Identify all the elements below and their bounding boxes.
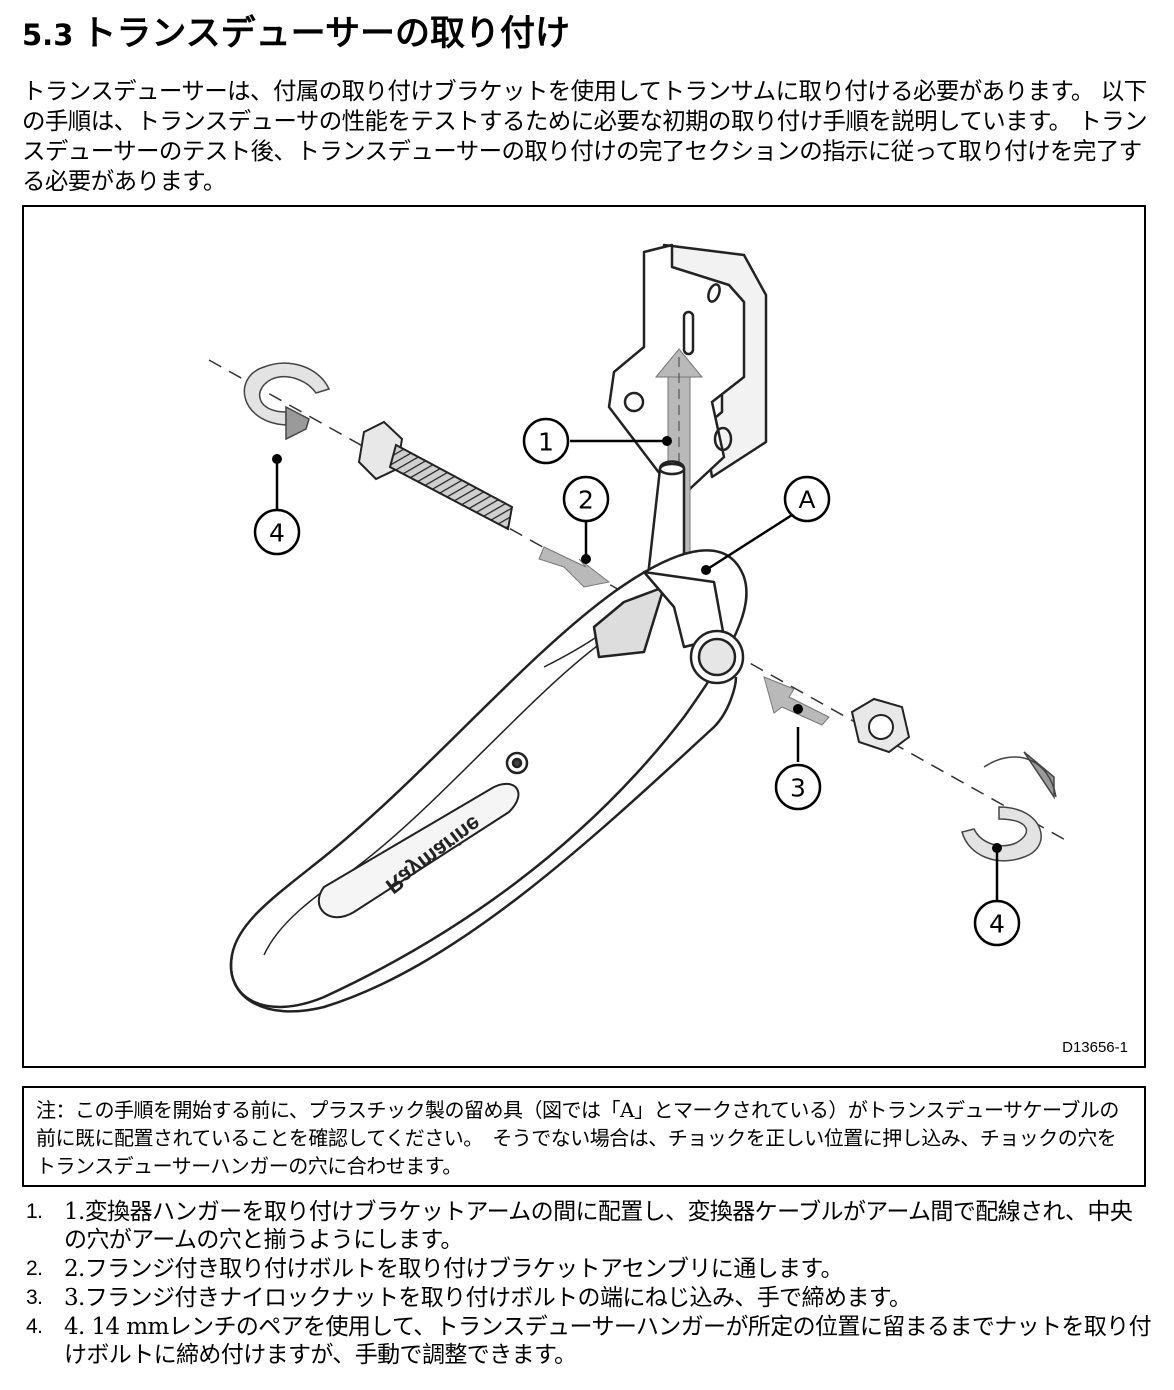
- callout-label-4a: 4: [269, 519, 285, 548]
- rotation-arrow-right: [961, 751, 1057, 862]
- callout-label-1: 1: [538, 428, 554, 457]
- leader-dot-4a: [272, 454, 282, 464]
- leader-dot-3: [793, 704, 803, 714]
- step-item: 4. 4. 14 mmレンチのペアを使用して、トランスデューサーハンガーが所定の位…: [22, 1313, 1152, 1369]
- step-item: 3. 3.フランジ付きナイロックナットを取り付けボルトの端にねじ込み、手で締めます…: [22, 1284, 1152, 1312]
- rotation-arrow-left: [243, 362, 331, 441]
- callout-label-3: 3: [790, 774, 806, 803]
- transducer-body: [229, 549, 748, 1013]
- step-marker: 1.: [26, 1200, 43, 1223]
- callout-circle-4a: [253, 508, 301, 556]
- nylock-nut: [850, 697, 911, 754]
- section-number: 5.3: [22, 18, 74, 52]
- step-item: 2. 2.フランジ付き取り付けボルトを取り付けブラケットアセンブリに通します。: [22, 1255, 1152, 1283]
- installation-diagram: Raymarine: [22, 205, 1146, 1068]
- callout-circle-4b: [973, 899, 1021, 947]
- insert-arrow-2: [538, 546, 611, 588]
- callout-label-2: 2: [578, 486, 594, 515]
- callout-circle-a: [783, 475, 831, 523]
- step-list: 1. 1.変換器ハンガーを取り付けブラケットアームの間に配置し、変換器ケーブルがア…: [22, 1198, 1152, 1370]
- step-text: 1.変換器ハンガーを取り付けブラケットアームの間に配置し、変換器ケーブルがアーム…: [64, 1199, 1133, 1253]
- callout-circle-1: [522, 417, 570, 465]
- figure-id: D13656-1: [1062, 1039, 1128, 1056]
- step-text: 4. 14 mmレンチのペアを使用して、トランスデューサーハンガーが所定の位置に…: [64, 1314, 1152, 1368]
- leader-dot-2: [581, 554, 591, 564]
- leader-dot-4b: [992, 843, 1002, 853]
- callout-label-4b: 4: [989, 910, 1005, 939]
- note-box: 注：この手順を開始する前に、プラスチック製の留め具（図では「A」とマークされてい…: [22, 1086, 1146, 1187]
- callout-label-a: A: [799, 486, 816, 514]
- step-text: 3.フランジ付きナイロックナットを取り付けボルトの端にねじ込み、手で締めます。: [64, 1285, 912, 1311]
- callout-circle-2: [562, 475, 610, 523]
- callout-circle-3: [774, 763, 822, 811]
- leader-dot-a: [701, 565, 711, 575]
- step-text: 2.フランジ付き取り付けボルトを取り付けブラケットアセンブリに通します。: [64, 1256, 844, 1282]
- step-marker: 3.: [26, 1286, 43, 1309]
- flanged-bolt: [357, 420, 514, 531]
- intro-paragraph: トランスデューサーは、付属の取り付けブラケットを使用してトランサムに取り付ける必…: [22, 77, 1148, 195]
- step-marker: 2.: [26, 1257, 43, 1280]
- transducer-illustration: Raymarine: [208, 243, 1070, 1013]
- leader-lines: [275, 439, 999, 902]
- step-marker: 4.: [26, 1315, 43, 1338]
- section-title: トランスデューサーの取り付け: [81, 13, 570, 54]
- step-item: 1. 1.変換器ハンガーを取り付けブラケットアームの間に配置し、変換器ケーブルがア…: [22, 1198, 1152, 1254]
- insert-arrow-3: [763, 676, 830, 726]
- leader-dot-1: [662, 436, 672, 446]
